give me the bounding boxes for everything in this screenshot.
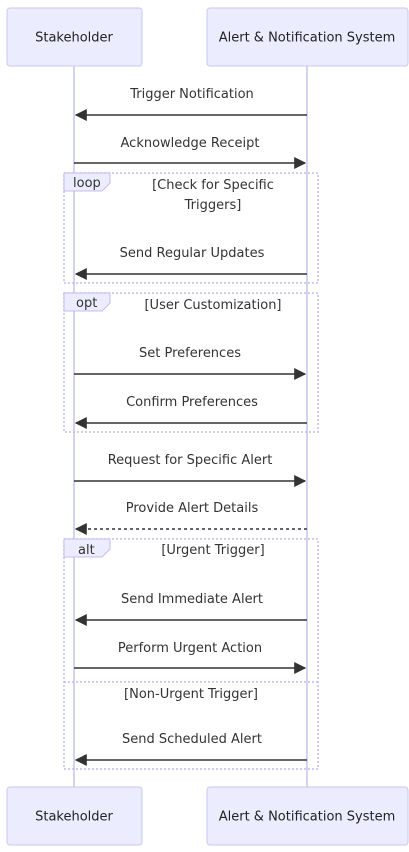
system-label: Alert & Notification System: [219, 810, 396, 825]
message-label: Set Preferences: [139, 346, 241, 361]
alt-condition: [Urgent Trigger]: [161, 543, 264, 558]
alt-frame: alt [Urgent Trigger] [Non-Urgent Trigger…: [63, 538, 319, 770]
stakeholder-label: Stakeholder: [35, 810, 113, 825]
loop-frame: loop [Check for Specific Triggers]: [63, 172, 319, 284]
message-label: Send Scheduled Alert: [122, 732, 262, 747]
system-label: Alert & Notification System: [219, 31, 396, 46]
opt-frame: opt [User Customization]: [63, 292, 319, 433]
message-label: Provide Alert Details: [126, 501, 259, 516]
stakeholder-label: Stakeholder: [35, 31, 113, 46]
loop-condition-line1: [Check for Specific: [152, 178, 274, 193]
loop-keyword: loop: [73, 176, 101, 191]
message-label: Send Regular Updates: [120, 246, 265, 261]
message-label: Send Immediate Alert: [121, 592, 263, 607]
message-label: Request for Specific Alert: [108, 453, 273, 468]
message-label: Acknowledge Receipt: [121, 136, 260, 151]
message-label: Perform Urgent Action: [118, 641, 262, 656]
system-actor-top: Alert & Notification System: [206, 7, 409, 67]
message-label: Trigger Notification: [129, 87, 254, 102]
opt-condition: [User Customization]: [144, 298, 281, 313]
loop-condition-line2: Triggers]: [184, 198, 242, 213]
opt-keyword: opt: [76, 296, 97, 311]
system-actor-bottom: Alert & Notification System: [206, 786, 409, 846]
stakeholder-actor-top: Stakeholder: [6, 7, 143, 67]
alt-else-condition: [Non-Urgent Trigger]: [124, 687, 258, 702]
stakeholder-actor-bottom: Stakeholder: [6, 786, 143, 846]
message-label: Confirm Preferences: [126, 395, 258, 410]
alt-keyword: alt: [78, 543, 95, 558]
